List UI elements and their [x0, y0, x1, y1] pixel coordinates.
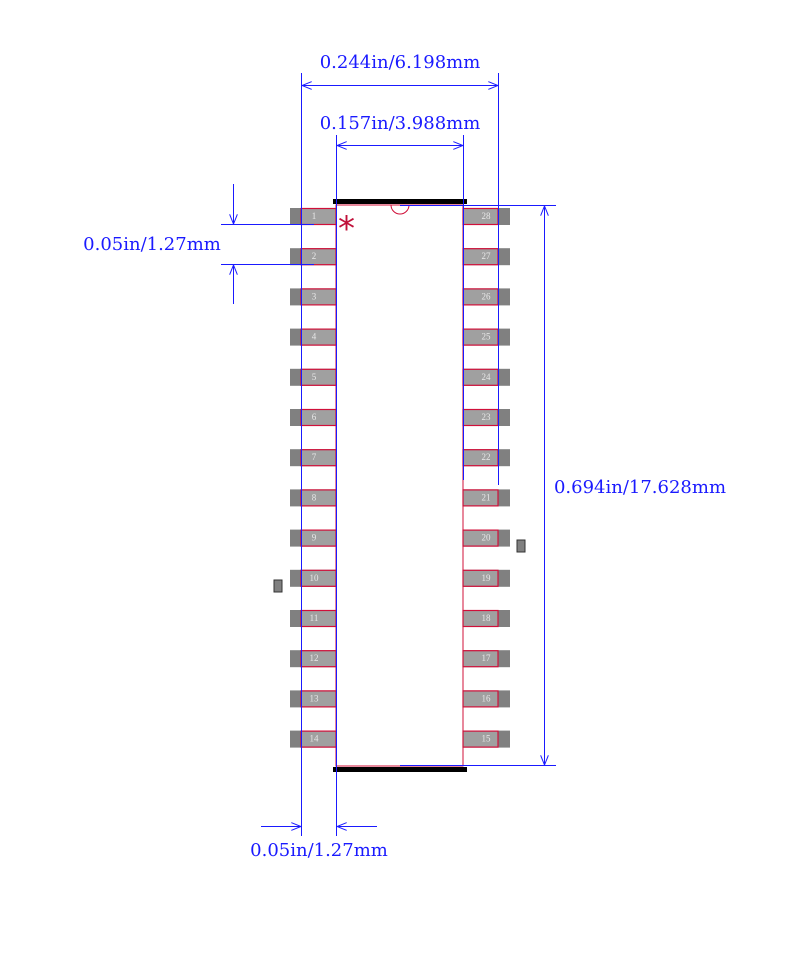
pin-number: 16 [482, 693, 492, 703]
pin1-marker: * [338, 209, 355, 249]
pad-18: 18 [462, 609, 510, 628]
pad-8: 8 [290, 488, 337, 508]
pad-7: 7 [290, 448, 337, 468]
pin-number: 8 [312, 492, 317, 502]
pin-number: 21 [482, 492, 491, 502]
pad-22: 22 [462, 449, 510, 467]
pad-25: 25 [462, 328, 510, 346]
pad-11: 11 [290, 609, 337, 628]
pad-19: 19 [462, 569, 510, 587]
pitch-label: 0.05in/1.27mm [83, 234, 221, 255]
pin-number: 4 [312, 332, 317, 342]
pin-number: 24 [482, 372, 492, 382]
pad-21: 21 [462, 489, 510, 507]
pin-number: 20 [482, 533, 492, 543]
pad-24: 24 [462, 368, 510, 386]
pin-number: 3 [312, 291, 317, 301]
pin-number: 10 [310, 573, 320, 583]
pin-number: 18 [482, 613, 492, 623]
body-outline [335, 204, 464, 767]
pad-17: 17 [462, 650, 510, 668]
pad-1: 1 [290, 207, 337, 226]
pad-5: 5 [290, 367, 337, 387]
pin-number: 1 [312, 211, 317, 221]
pad-13: 13 [290, 689, 337, 709]
pin-number: 28 [482, 211, 492, 221]
pad-4: 4 [290, 327, 337, 347]
pin-number: 2 [312, 251, 317, 261]
pad-10: 10 [290, 568, 337, 588]
body-width-label: 0.157in/3.988mm [320, 113, 481, 134]
pad-20: 20 [462, 529, 510, 547]
pin-number: 25 [482, 332, 492, 342]
pin-number: 23 [482, 412, 492, 422]
pin-number: 22 [482, 452, 491, 462]
pin1-notch [390, 204, 410, 215]
overall-width-label: 0.244in/6.198mm [320, 52, 481, 73]
pin-number: 12 [310, 653, 319, 663]
pin-number: 7 [312, 452, 317, 462]
pin-number: 13 [310, 693, 320, 703]
pad-28: 28 [462, 207, 510, 226]
pad-14: 14 [290, 729, 337, 749]
pad-26: 26 [462, 288, 510, 306]
body-edge-bottom [333, 767, 467, 772]
pin-number: 26 [482, 291, 492, 301]
pin-number: 19 [482, 573, 492, 583]
pin-number: 11 [310, 613, 319, 623]
pin-number: 9 [312, 533, 317, 543]
fiducial-right [516, 539, 526, 553]
pad-3: 3 [290, 287, 337, 307]
pad-12: 12 [290, 649, 337, 669]
pad-6: 6 [290, 408, 337, 427]
pad-2: 2 [290, 247, 337, 267]
pad-9: 9 [290, 528, 337, 548]
pin-number: 5 [312, 372, 317, 382]
pin-number: 14 [310, 734, 320, 744]
pad-23: 23 [462, 408, 510, 427]
pin-number: 6 [312, 412, 317, 422]
fiducial-left [273, 579, 283, 593]
pad-length-label: 0.05in/1.27mm [250, 840, 388, 861]
length-label: 0.694in/17.628mm [554, 477, 726, 498]
body-edge-top [333, 199, 467, 204]
pin-number: 15 [482, 734, 492, 744]
pad-16: 16 [462, 690, 510, 708]
pin-number: 17 [482, 653, 492, 663]
pad-27: 27 [462, 248, 510, 266]
pin-number: 27 [482, 251, 492, 261]
pad-15: 15 [462, 730, 510, 748]
